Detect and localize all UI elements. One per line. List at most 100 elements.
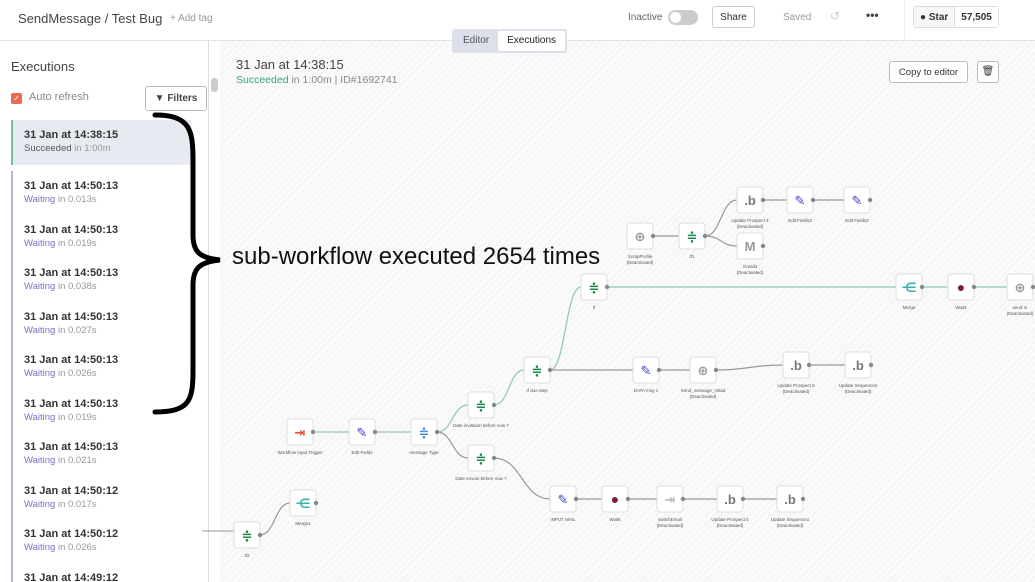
workflow-node[interactable]: ≑Date invitation before now ? [453,391,509,428]
output-handle[interactable] [491,402,497,408]
output-handle[interactable] [257,532,263,538]
output-handle[interactable] [625,496,631,502]
share-button[interactable]: Share [712,6,755,28]
status-value: Waiting [24,194,56,205]
output-handle[interactable] [867,197,873,203]
status-detail: in 0.019s [57,237,97,249]
pencil-icon: ✎ [357,425,368,440]
copy-to-editor-button[interactable]: Copy to editor [889,61,968,83]
output-handle[interactable] [800,496,806,502]
history-icon[interactable]: ↺ [830,9,841,23]
execution-list-item[interactable]: 31 Jan at 14:38:15 Succeeded in 1:00m [11,120,191,165]
execution-date: 31 Jan at 14:50:13 [24,397,119,410]
tab-editor[interactable]: Editor [463,35,490,46]
output-handle[interactable] [372,429,378,435]
workflow-node[interactable]: ●Wait4 [947,273,977,310]
workflow-node[interactable]: ⊕ScrapProfile(Deactivated) [626,222,656,265]
filters-button[interactable]: ▼ Filters [145,86,207,111]
status-value: Waiting [24,455,56,466]
workflow-node[interactable]: ✎INPUT MAIL [549,485,579,522]
workflow-node[interactable]: ⊕Send_message_mitad(Deactivated) [681,356,726,399]
auto-refresh-checkbox[interactable]: ✓ [11,93,22,104]
output-handle[interactable] [650,233,656,239]
workflow-node[interactable]: ≑If duo-step [523,356,553,393]
execution-date: 31 Jan at 14:50:13 [24,354,119,366]
add-tag-link[interactable]: + Add tag [170,13,213,24]
execution-list-item[interactable]: 31 Jan at 14:50:13 Waiting in 0.027s [11,301,191,345]
subworkflow-icon: ⇥ [665,492,676,507]
node-label: (Deactivated) [627,260,654,265]
workflow-node[interactable]: ✎Edit Fields3 [786,186,816,223]
execution-list-item[interactable]: 31 Jan at 14:50:13 Waiting in 0.019s [11,214,191,258]
github-star-label: ● Star [920,12,949,23]
output-handle[interactable] [434,429,440,435]
output-handle[interactable] [656,367,662,373]
output-handle[interactable] [760,197,766,203]
workflow-node[interactable]: ⇥Workflow Input Trigger [278,418,323,455]
workflow-node[interactable]: ⋲Merge [895,273,925,310]
output-handle[interactable] [491,455,497,461]
workflow-node[interactable]: ≑If [580,273,610,310]
output-handle[interactable] [604,284,610,290]
trash-icon[interactable]: 🗑 [977,61,999,83]
execution-list-item[interactable]: 31 Jan at 14:50:12 Waiting in 0.026s [11,519,191,563]
execution-list-item[interactable]: 31 Jan at 14:50:12 Waiting in 0.017s [11,475,191,519]
workflow-node[interactable]: ≑message Type [409,418,440,455]
output-handle[interactable] [740,496,746,502]
sidebar-title: Executions [11,59,75,74]
execution-list-item[interactable]: 31 Jan at 14:50:13 Waiting in 0.019s [11,388,191,432]
pencil-icon: ✎ [558,492,569,507]
output-handle[interactable] [680,496,686,502]
workflow-node[interactable]: ✎Edit Fields [348,418,378,455]
workflow-node[interactable]: ⋲Merge1 [289,489,319,526]
execution-list-item[interactable]: 31 Jan at 14:49:12 [11,562,191,582]
workflow-node[interactable]: ≑If2 [233,521,263,558]
output-handle[interactable] [313,500,319,506]
workflow-node[interactable]: ●Wait5 [601,485,631,522]
output-handle[interactable] [919,284,925,290]
github-star-button[interactable]: ● Star 57,505 [913,6,999,28]
workflow-node[interactable]: ⊕send m(Deactivated) [1006,273,1035,316]
active-toggle[interactable] [668,10,698,25]
output-handle[interactable] [573,496,579,502]
status-value: Waiting [24,542,56,553]
output-handle[interactable] [971,284,977,290]
scrollbar[interactable] [211,78,218,92]
output-handle[interactable] [702,233,708,239]
execution-list-item[interactable]: 31 Jan at 14:50:13 Waiting in 0.026s [11,345,191,389]
divider [904,0,905,41]
tab-executions[interactable]: Executions [498,31,566,51]
output-handle[interactable] [1030,284,1035,290]
workflow-node[interactable]: ≑Date envoie before now ? [455,444,507,481]
output-handle[interactable] [310,429,316,435]
trigger-icon: ⇥ [295,425,306,440]
output-handle[interactable] [760,243,766,249]
status-detail: in 0.026s [57,542,97,553]
workflow-node[interactable]: ≑If1 [678,222,708,259]
output-handle[interactable] [806,362,812,368]
execution-list-item[interactable]: 31 Jan at 14:50:13 Waiting in 0.038s [11,258,191,302]
workflow-node[interactable]: ✎DATA msg 1 [632,356,662,393]
output-handle[interactable] [810,197,816,203]
workflow-node[interactable]: ✎Edit Fields2 [843,186,873,223]
workflow-node[interactable]: ⇥switchEmail(Deactivated) [656,485,686,528]
execution-date: 31 Jan at 14:50:13 [24,180,119,192]
more-menu-button[interactable]: ••• [866,8,879,22]
execution-date: 31 Jan at 14:38:15 [236,57,344,72]
active-status-label: Inactive [628,12,663,23]
workflow-title[interactable]: SendMessage / Test Bug [18,11,163,26]
output-handle[interactable] [713,367,719,373]
output-handle[interactable] [868,362,874,368]
node-label: (Deactivated) [737,224,764,229]
execution-list-item[interactable]: 31 Jan at 14:50:13 Waiting in 0.021s [11,432,191,476]
auto-refresh-label[interactable]: Auto refresh [29,91,89,103]
execution-status: Waiting in 0.019s [24,412,191,423]
output-handle[interactable] [547,367,553,373]
execution-list-item[interactable]: 31 Jan at 14:50:13 Waiting in 0.013s [11,171,191,215]
